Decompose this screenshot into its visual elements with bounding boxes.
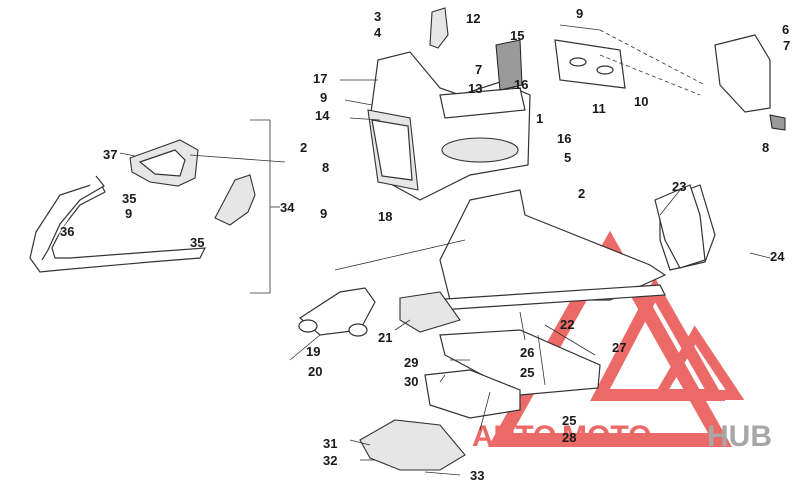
callout-35: 35 xyxy=(190,235,204,250)
spindle-bracket-part xyxy=(298,287,376,337)
watermark-logo: AUTO MOTO HUB xyxy=(472,230,772,453)
callout-33: 33 xyxy=(470,468,484,483)
callout-9: 9 xyxy=(125,206,132,221)
mount-bracket-part xyxy=(554,39,626,89)
callout-26: 26 xyxy=(520,345,534,360)
front-bulkhead-part xyxy=(367,51,531,201)
callout-35: 35 xyxy=(122,191,136,206)
right-bracket-part xyxy=(714,34,786,131)
callout-8: 8 xyxy=(322,160,329,175)
callout-9: 9 xyxy=(320,90,327,105)
callout-25: 25 xyxy=(520,365,534,380)
front-bumper-part xyxy=(29,175,207,273)
callout-9: 9 xyxy=(576,6,583,21)
cable-guard-part xyxy=(495,39,523,91)
watermark-text-auto: AUTO xyxy=(472,420,556,453)
callout-21: 21 xyxy=(378,330,392,345)
skid-plate-part xyxy=(424,329,601,419)
callout-37: 37 xyxy=(103,147,117,162)
callout-6: 6 xyxy=(782,22,789,37)
callout-22: 22 xyxy=(560,317,574,332)
callout-4: 4 xyxy=(374,25,382,40)
front-bracket-part xyxy=(429,7,449,49)
bumper-bracket-part xyxy=(129,139,256,226)
callout-5: 5 xyxy=(564,150,571,165)
callout-8: 8 xyxy=(762,140,769,155)
leader-lines xyxy=(119,24,771,476)
callout-2: 2 xyxy=(300,140,307,155)
lower-guard-part xyxy=(359,419,466,471)
callout-labels: 1 2 2 3 4 5 6 7 7 8 8 9 9 9 9 10 11 12 1… xyxy=(60,6,790,483)
callout-11: 11 xyxy=(592,101,606,116)
callout-18: 18 xyxy=(378,209,392,224)
callout-24: 24 xyxy=(770,249,785,264)
callout-31: 31 xyxy=(323,436,337,451)
callout-2: 2 xyxy=(578,186,585,201)
callout-19: 19 xyxy=(306,344,320,359)
callout-9: 9 xyxy=(320,206,327,221)
callout-16: 16 xyxy=(514,77,528,92)
callout-30: 30 xyxy=(404,374,418,389)
callout-23: 23 xyxy=(672,179,686,194)
callout-36: 36 xyxy=(60,224,74,239)
callout-1: 1 xyxy=(536,111,543,126)
callout-34: 34 xyxy=(280,200,295,215)
callout-28: 28 xyxy=(562,430,576,445)
callout-12: 12 xyxy=(466,11,480,26)
callout-17: 17 xyxy=(313,71,327,86)
callout-15: 15 xyxy=(510,28,524,43)
callout-7: 7 xyxy=(783,38,790,53)
callout-16: 16 xyxy=(557,131,571,146)
callout-13: 13 xyxy=(468,81,482,96)
callout-20: 20 xyxy=(308,364,322,379)
callout-29: 29 xyxy=(404,355,418,370)
watermark-text-moto: MOTO xyxy=(562,420,651,453)
callout-27: 27 xyxy=(612,340,626,355)
watermark-text-hub: HUB xyxy=(707,420,772,453)
callout-32: 32 xyxy=(323,453,337,468)
callout-10: 10 xyxy=(634,94,648,109)
callout-7: 7 xyxy=(475,62,482,77)
callout-3: 3 xyxy=(374,9,381,24)
callout-25: 25 xyxy=(562,413,576,428)
callout-14: 14 xyxy=(315,108,330,123)
